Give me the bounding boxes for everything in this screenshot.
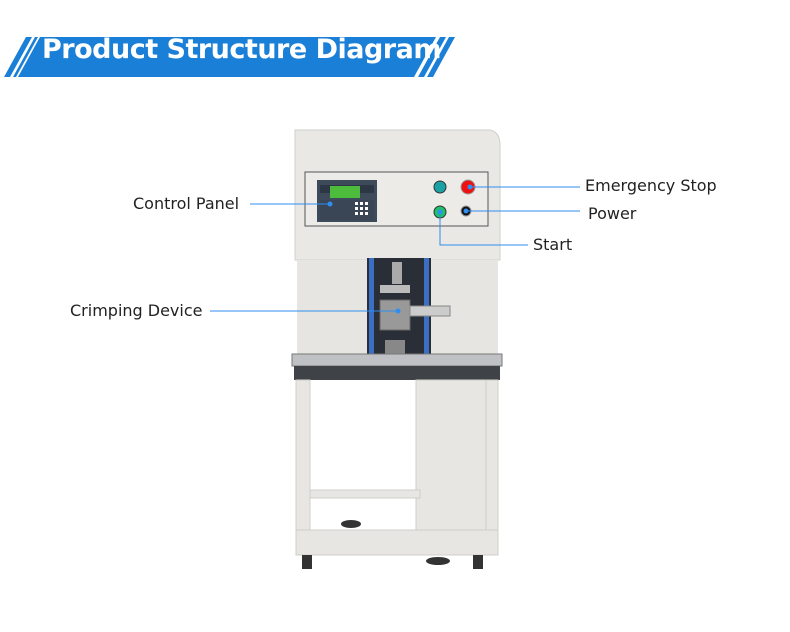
label-emergency-stop: Emergency Stop [585, 176, 717, 195]
control-panel-hmi [317, 180, 377, 222]
label-power: Power [588, 204, 637, 223]
label-start: Start [533, 235, 573, 254]
work-table [291, 353, 503, 380]
title-banner [4, 37, 455, 77]
label-control-panel: Control Panel [133, 194, 240, 213]
teal-button [433, 180, 447, 194]
middle-body [297, 258, 498, 370]
leader-lines [210, 186, 580, 312]
page-title: Product Structure Diagram [42, 34, 441, 65]
wheels [302, 520, 483, 569]
label-crimping-device: Crimping Device [70, 301, 203, 320]
stand-frame [295, 379, 499, 556]
